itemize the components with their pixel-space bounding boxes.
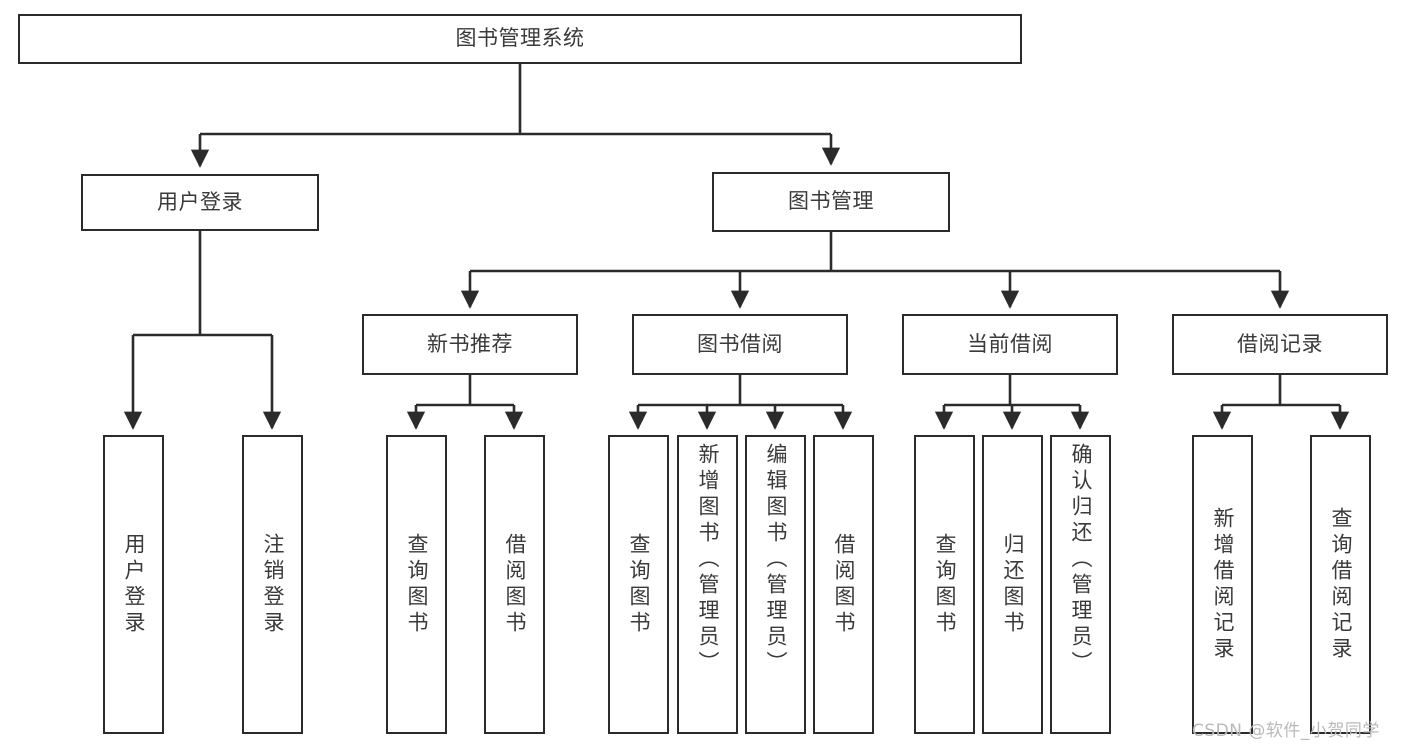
leaf-return-book[interactable]: 归还图书 <box>982 435 1043 734</box>
node-current-borrow-label: 当前借阅 <box>967 331 1053 356</box>
leaf-confirm-return-admin[interactable]: 确认归还（管理员） <box>1050 435 1111 734</box>
leaf-search-borrow-record[interactable]: 查询借阅记录 <box>1310 435 1371 734</box>
leaf-search-book-recommend-label: 查询图书 <box>405 532 429 637</box>
leaf-return-book-label: 归还图书 <box>1001 532 1025 637</box>
leaf-user-login[interactable]: 用户登录 <box>103 435 164 734</box>
node-book-borrow-label: 图书借阅 <box>697 331 783 356</box>
leaf-add-book-admin-label: 新增图书（管理员） <box>696 443 720 677</box>
leaf-borrow-book[interactable]: 借阅图书 <box>813 435 874 734</box>
node-root[interactable]: 图书管理系统 <box>18 14 1022 64</box>
leaf-logout[interactable]: 注销登录 <box>242 435 303 734</box>
leaf-add-borrow-record[interactable]: 新增借阅记录 <box>1192 435 1253 734</box>
leaf-logout-label: 注销登录 <box>261 532 285 637</box>
node-book-management[interactable]: 图书管理 <box>712 172 950 232</box>
leaf-search-book-borrow[interactable]: 查询图书 <box>608 435 669 734</box>
leaf-add-borrow-record-label: 新增借阅记录 <box>1211 506 1235 663</box>
leaf-borrow-book-recommend[interactable]: 借阅图书 <box>484 435 545 734</box>
watermark-text: CSDN @软件_小贺同学 <box>1192 721 1380 741</box>
leaf-borrow-book-label: 借阅图书 <box>832 532 856 637</box>
node-borrow-record[interactable]: 借阅记录 <box>1172 314 1388 375</box>
node-new-book-recommend-label: 新书推荐 <box>427 331 513 356</box>
leaf-user-login-label: 用户登录 <box>122 532 146 637</box>
leaf-edit-book-admin-label: 编辑图书（管理员） <box>764 443 788 677</box>
leaf-search-book-current[interactable]: 查询图书 <box>914 435 975 734</box>
leaf-borrow-book-recommend-label: 借阅图书 <box>503 532 527 637</box>
node-root-label: 图书管理系统 <box>455 26 585 51</box>
leaf-search-book-recommend[interactable]: 查询图书 <box>386 435 447 734</box>
leaf-search-borrow-record-label: 查询借阅记录 <box>1329 506 1353 663</box>
node-user-login[interactable]: 用户登录 <box>81 174 319 231</box>
node-borrow-record-label: 借阅记录 <box>1237 331 1323 356</box>
node-user-login-label: 用户登录 <box>157 189 243 214</box>
node-book-management-label: 图书管理 <box>788 189 874 214</box>
leaf-add-book-admin[interactable]: 新增图书（管理员） <box>677 435 738 734</box>
node-current-borrow[interactable]: 当前借阅 <box>902 314 1118 375</box>
node-new-book-recommend[interactable]: 新书推荐 <box>362 314 578 375</box>
leaf-confirm-return-admin-label: 确认归还（管理员） <box>1069 443 1093 677</box>
leaf-edit-book-admin[interactable]: 编辑图书（管理员） <box>745 435 806 734</box>
node-book-borrow[interactable]: 图书借阅 <box>632 314 848 375</box>
leaf-search-book-borrow-label: 查询图书 <box>627 532 651 637</box>
leaf-search-book-current-label: 查询图书 <box>933 532 957 637</box>
